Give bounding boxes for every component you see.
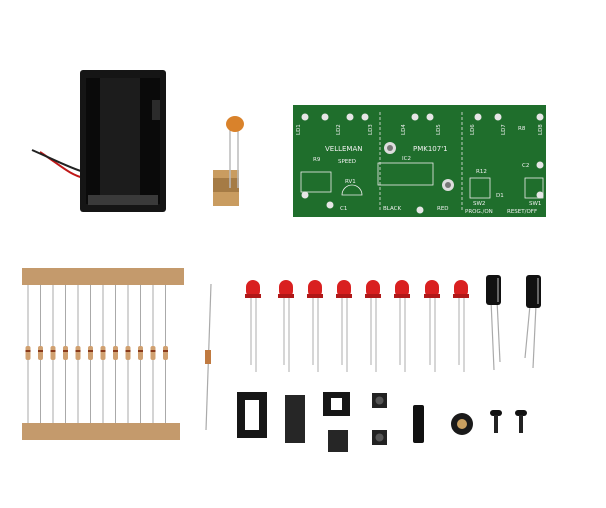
ceramic-capacitor (213, 116, 244, 206)
led (365, 280, 381, 372)
resistor (125, 285, 131, 423)
led (424, 280, 440, 372)
led (307, 280, 323, 372)
led (394, 280, 410, 372)
resistor (63, 285, 68, 423)
solder-pad (411, 113, 419, 121)
pcb-label: LD2 (336, 124, 342, 135)
pcb-label: RED (437, 206, 449, 212)
solder-pad (536, 161, 544, 169)
pcb-label: LD8 (538, 124, 544, 135)
solder-pad (321, 113, 329, 121)
pcb-label: LD7 (501, 124, 507, 135)
ic-socket-16 (237, 392, 267, 438)
pcb-label: LD3 (368, 124, 374, 135)
pcb-label: R8 (518, 126, 526, 132)
pcb-brand: VELLEMAN (325, 145, 363, 153)
pcb-label: D1 (496, 193, 504, 199)
pcb: VELLEMAN PMK107'1 SPEED RV1 IC2 R9 R12 R… (293, 105, 546, 217)
resistor (163, 285, 168, 423)
leds (245, 280, 469, 372)
pcb-label: IC2 (402, 156, 411, 162)
solder-pad (326, 201, 334, 209)
ic-socket-8 (323, 392, 350, 416)
pcb-label: R12 (476, 169, 487, 175)
resistor (100, 285, 106, 423)
solder-pad (301, 113, 309, 121)
resistor (38, 285, 43, 423)
trimmer (451, 413, 473, 435)
solder-pad (536, 113, 544, 121)
diode (205, 283, 212, 431)
pcb-label: RV1 (345, 179, 356, 185)
electrolytic-capacitors (486, 275, 541, 371)
battery-holder (31, 70, 166, 212)
solder-pad (416, 206, 424, 214)
solder-pad (536, 191, 544, 199)
solder-pad (346, 113, 354, 121)
resistor (150, 285, 156, 423)
solder-pad (361, 113, 369, 121)
pcb-label: PROG./ON (465, 209, 493, 215)
solder-pad (494, 113, 502, 121)
pcb-label: RESET/OFF (507, 209, 537, 215)
pcb-label: C2 (522, 163, 529, 169)
led (278, 280, 294, 372)
pcb-label: LD5 (436, 124, 442, 135)
pcb-label: SW1 (529, 201, 541, 207)
pcb-label: BLACK (383, 206, 401, 212)
led (453, 280, 469, 372)
ic-16 (285, 395, 305, 443)
resistor-strip (22, 268, 184, 440)
resistor (88, 285, 93, 423)
push-buttons (372, 393, 387, 445)
pcb-label: LD4 (401, 124, 407, 135)
shaft (413, 405, 424, 443)
pcb-label: R9 (313, 157, 321, 163)
solder-pad (301, 191, 309, 199)
led (336, 280, 352, 372)
resistor (25, 285, 31, 423)
pcb-label: SW2 (473, 201, 485, 207)
solder-pad (474, 113, 482, 121)
pcb-model: PMK107'1 (413, 145, 448, 153)
led (245, 280, 261, 372)
solder-pad (426, 113, 434, 121)
resistor (138, 285, 143, 423)
screws (490, 410, 527, 433)
pcb-label: LD6 (470, 124, 476, 135)
ic-8 (328, 430, 348, 452)
resistor (75, 285, 81, 423)
pcb-label: LD1 (296, 124, 302, 135)
resistor (50, 285, 56, 423)
resistor (113, 285, 118, 423)
pcb-label: SPEED (338, 159, 356, 165)
pcb-label: C1 (340, 206, 347, 212)
